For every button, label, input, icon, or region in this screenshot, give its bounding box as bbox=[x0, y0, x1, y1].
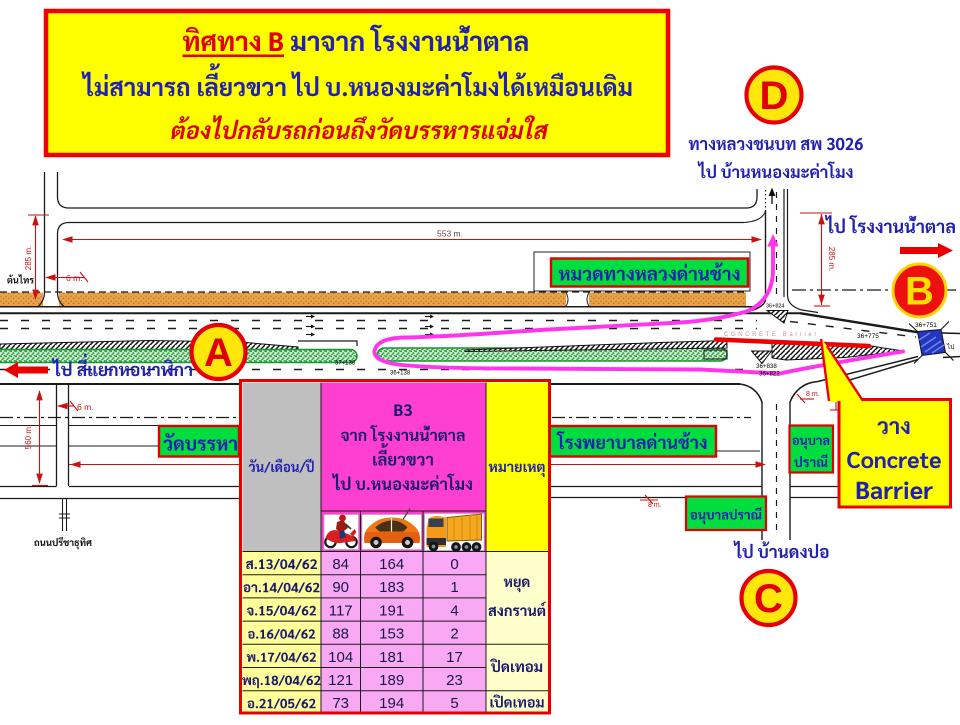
svg-text:73: 73 bbox=[332, 695, 349, 712]
svg-text:553 m.: 553 m. bbox=[437, 229, 463, 239]
svg-text:4: 4 bbox=[450, 602, 458, 619]
svg-text:191: 191 bbox=[379, 602, 404, 619]
svg-text:36+138: 36+138 bbox=[390, 371, 411, 377]
svg-text:23: 23 bbox=[446, 672, 463, 689]
svg-text:A: A bbox=[204, 331, 233, 375]
svg-text:ไป: ไป bbox=[946, 343, 954, 351]
svg-text:D: D bbox=[760, 74, 789, 118]
svg-text:36+775: 36+775 bbox=[857, 333, 879, 340]
svg-text:2: 2 bbox=[450, 626, 458, 643]
svg-text:CONCRETE Barrier: CONCRETE Barrier bbox=[724, 332, 819, 338]
svg-text:36+824: 36+824 bbox=[766, 304, 785, 310]
svg-text:8 m.: 8 m. bbox=[648, 502, 662, 509]
svg-text:0: 0 bbox=[450, 556, 458, 573]
svg-text:153: 153 bbox=[379, 626, 404, 643]
svg-text:121: 121 bbox=[328, 672, 353, 689]
svg-text:37+138: 37+138 bbox=[335, 361, 356, 367]
svg-text:6 m.: 6 m. bbox=[66, 273, 83, 283]
svg-text:194: 194 bbox=[379, 695, 404, 712]
svg-text:8 m.: 8 m. bbox=[806, 391, 820, 398]
svg-text:88: 88 bbox=[332, 626, 349, 643]
svg-text:36+822: 36+822 bbox=[759, 371, 780, 378]
svg-text:36+838: 36+838 bbox=[756, 363, 777, 370]
svg-text:5: 5 bbox=[450, 695, 458, 712]
svg-text:189: 189 bbox=[379, 672, 404, 689]
svg-text:84: 84 bbox=[332, 556, 349, 573]
svg-text:6 m.: 6 m. bbox=[77, 402, 94, 412]
svg-text:90: 90 bbox=[332, 579, 349, 596]
svg-text:17: 17 bbox=[446, 649, 463, 666]
svg-text:104: 104 bbox=[328, 649, 353, 666]
svg-text:117: 117 bbox=[329, 602, 353, 619]
svg-text:183: 183 bbox=[379, 579, 404, 596]
svg-text:285 m.: 285 m. bbox=[827, 247, 836, 271]
svg-text:1: 1 bbox=[450, 579, 458, 596]
svg-text:36+751: 36+751 bbox=[915, 322, 937, 329]
svg-text:560 m.: 560 m. bbox=[24, 425, 33, 449]
svg-text:181: 181 bbox=[379, 649, 404, 666]
svg-text:285 m.: 285 m. bbox=[24, 246, 33, 270]
svg-text:164: 164 bbox=[379, 556, 404, 573]
svg-text:B: B bbox=[905, 270, 934, 314]
svg-text:C: C bbox=[754, 577, 783, 621]
